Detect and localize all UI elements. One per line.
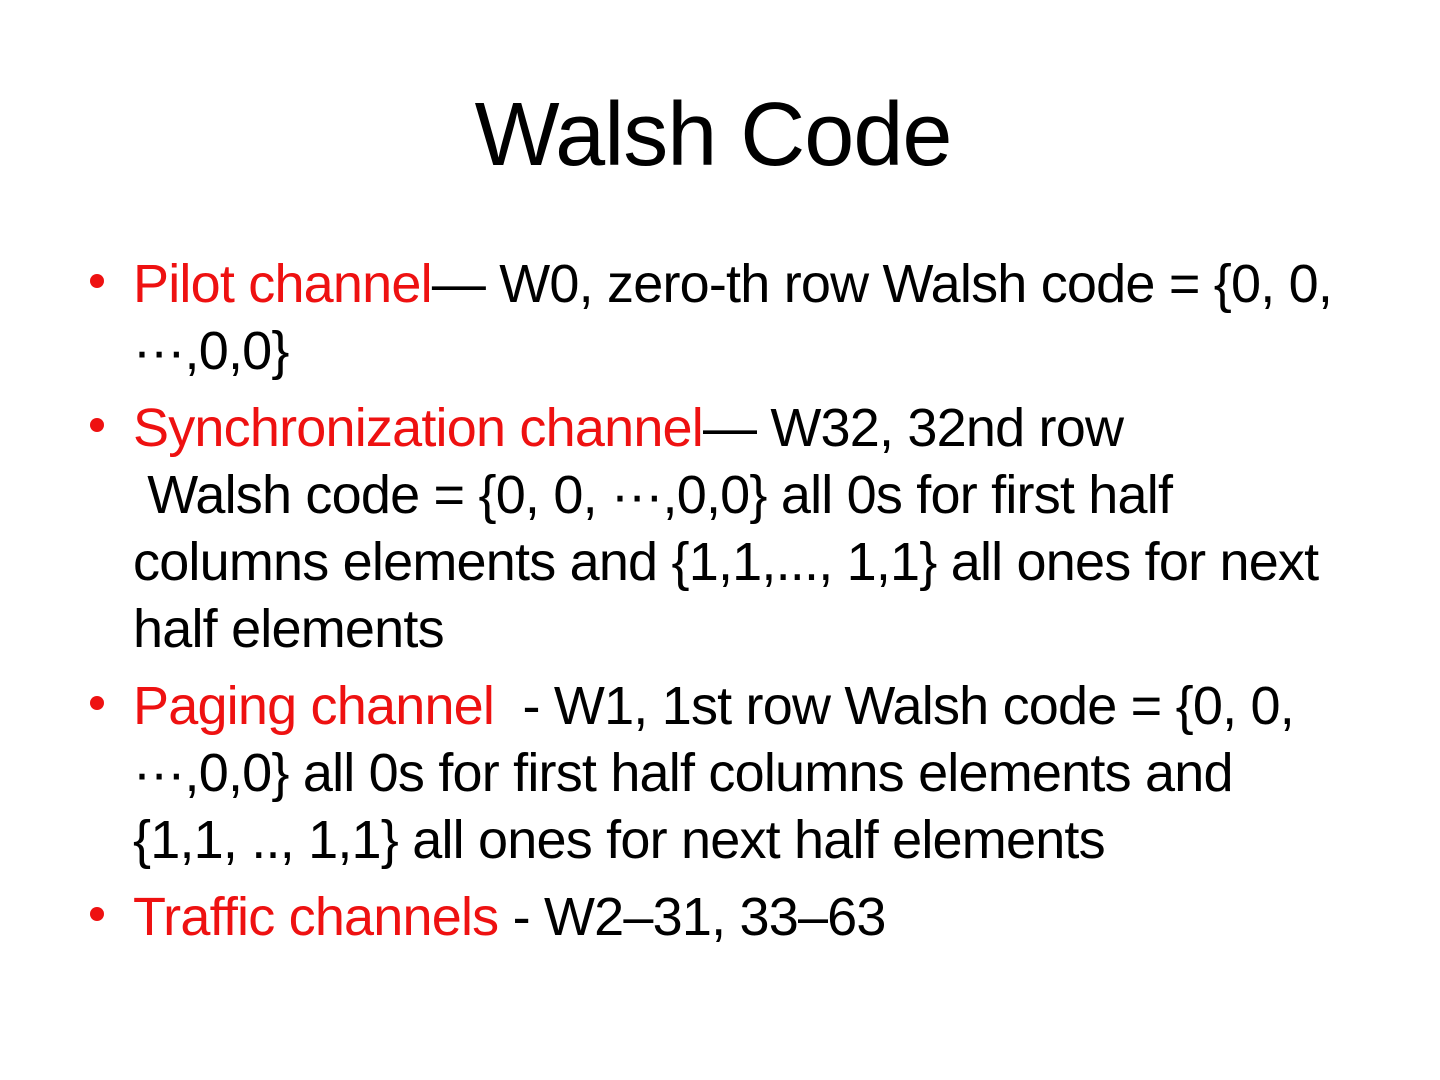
bullet-text: Synchronization channel— W32, 32nd row W… <box>133 395 1336 663</box>
channel-name: Synchronization channel <box>133 397 704 458</box>
bullet-text: Pilot channel— W0, zero-th row Walsh cod… <box>133 251 1336 385</box>
bullet-icon <box>90 274 104 288</box>
bullet-icon <box>90 417 104 432</box>
channel-detail: — W0, zero-th row Walsh code = {0, 0, ··… <box>133 254 1347 381</box>
channel-detail: — W32, 32nd row <box>702 397 1124 458</box>
bullet-list: Pilot channel— W0, zero-th row Walsh cod… <box>90 251 1336 951</box>
channel-name: Paging channel <box>133 675 495 736</box>
bullet-item-paging-channel: Paging channel - W1, 1st row Walsh code … <box>90 673 1336 874</box>
channel-detail: - W2–31, 33–63 <box>498 886 887 947</box>
bullet-icon <box>90 695 104 710</box>
channel-detail: - W1, 1st row Walsh code = {0, 0, ···,0,… <box>133 675 1309 870</box>
channel-name: Traffic channels <box>133 886 499 947</box>
slide-title: Walsh Code <box>474 85 953 185</box>
bullet-icon <box>90 906 104 921</box>
channel-continuation: Walsh code = {0, 0, ···,0,0} all 0s for … <box>133 464 1333 659</box>
bullet-text: Paging channel - W1, 1st row Walsh code … <box>133 673 1336 874</box>
bullet-item-synchronization-channel: Synchronization channel— W32, 32nd row W… <box>90 395 1336 663</box>
bullet-text: Traffic channels - W2–31, 33–63 <box>133 884 1336 951</box>
bullet-item-pilot-channel: Pilot channel— W0, zero-th row Walsh cod… <box>90 251 1336 385</box>
channel-name: Pilot channel <box>133 254 433 314</box>
bullet-item-traffic-channels: Traffic channels - W2–31, 33–63 <box>90 884 1336 951</box>
